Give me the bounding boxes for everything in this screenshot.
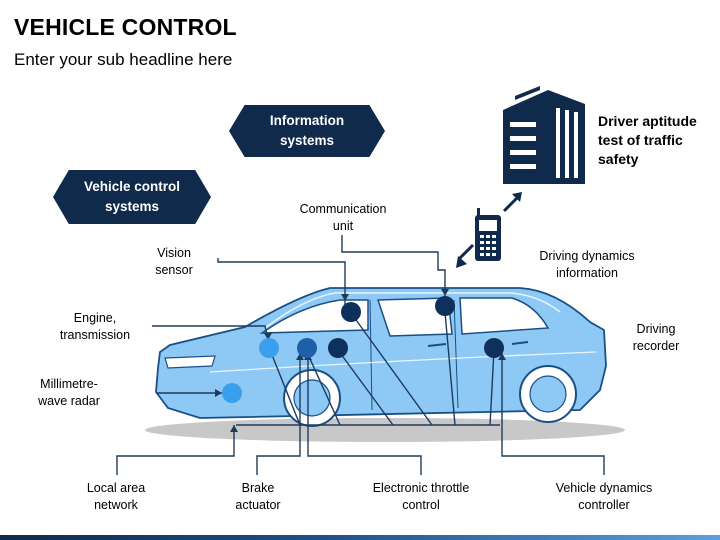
line-lan [116, 425, 235, 475]
label-millimetre-wave-radar: Millimetre-wave radar [38, 377, 100, 408]
dot-brake-actuator [297, 338, 317, 358]
label-engine-transmission: Engine, transmission [59, 311, 131, 342]
arrow-radar [215, 389, 222, 397]
label-vehicle-dynamics-controller: Vehicle dynamics controller [555, 481, 653, 512]
page-title: VEHICLE CONTROL [14, 14, 237, 40]
arrow-engine [264, 333, 272, 340]
line-communication-unit [341, 235, 446, 300]
line-brake [256, 353, 301, 475]
dot-vehicle-dynamics-controller [484, 338, 504, 358]
dot-vision-sensor [341, 302, 361, 322]
arrow-vdc [498, 353, 506, 360]
arrow-brake [296, 353, 304, 360]
car-window-front [259, 299, 369, 334]
line-vision-sensor [217, 258, 346, 305]
car-window-rear [459, 297, 550, 335]
dot-engine-transmission [259, 338, 279, 358]
label-local-area-network: Local area network [86, 481, 146, 512]
label-vision-sensor: Vision sensor [155, 246, 193, 277]
badge-information-systems: Information systems [229, 105, 385, 157]
arrow-vision [341, 294, 349, 301]
arrow-up-right-icon [502, 192, 522, 213]
page-subtitle: Enter your sub headline here [14, 50, 233, 69]
dot-electronic-throttle [328, 338, 348, 358]
label-brake-actuator: Brake actuator [235, 481, 281, 512]
label-driver-aptitude: Driver aptitude test of traffic safety [598, 113, 697, 167]
badge-vehicle-control-systems-text: Vehicle control systems [83, 179, 181, 214]
rear-wheel [519, 365, 577, 423]
front-wheel [283, 369, 341, 427]
label-communication-unit: Communication unit [299, 202, 387, 233]
dot-millimetre-wave-radar [222, 383, 242, 403]
line-throttle [307, 353, 422, 475]
label-electronic-throttle-control: Electronic throttle control [372, 481, 470, 512]
car-shadow [145, 418, 625, 442]
arrow-communication [441, 289, 449, 296]
building-icon [503, 86, 585, 184]
footer-accent-bar [0, 535, 720, 540]
badge-information-systems-text: Information systems [269, 113, 345, 148]
arrow-down-left-icon [456, 243, 475, 268]
badge-vehicle-control-systems: Vehicle control systems [53, 170, 211, 224]
label-driving-dynamics-information: Driving dynamics information [539, 249, 635, 280]
line-vdc [501, 353, 605, 475]
label-driving-recorder: Driving recorder [632, 322, 680, 353]
dot-communication-unit [435, 296, 455, 316]
mobile-phone-icon [475, 208, 501, 261]
arrow-lan [230, 425, 238, 432]
car-window-middle [376, 297, 453, 337]
car-headlight [164, 355, 216, 369]
